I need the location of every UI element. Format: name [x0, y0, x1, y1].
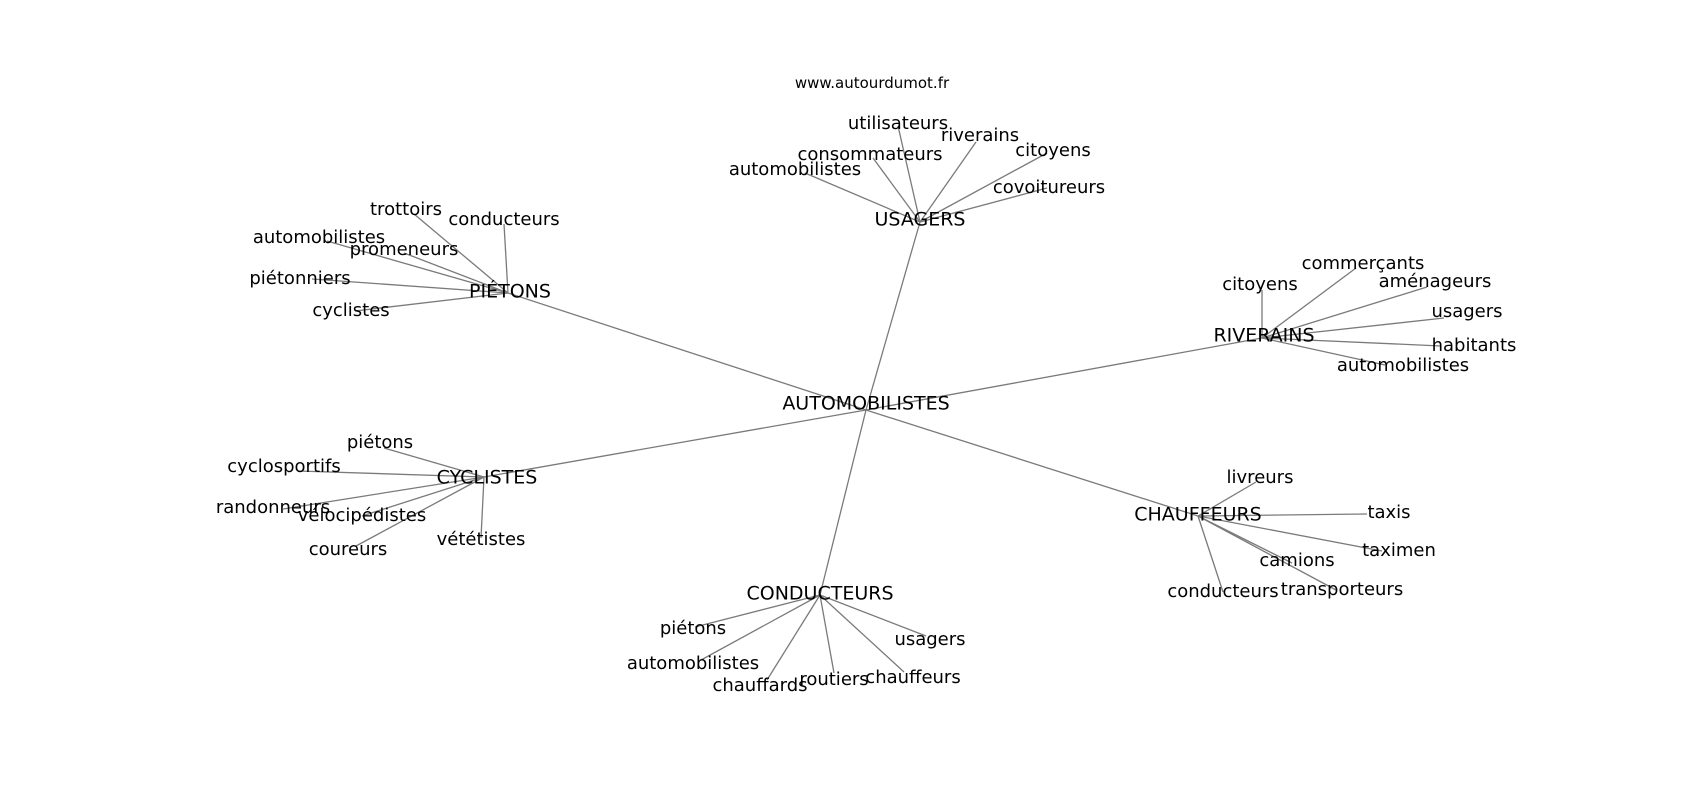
root-node: AUTOMOBILISTES [782, 393, 949, 415]
leaf-node-conducteurs-usagers: usagers [894, 629, 965, 650]
leaf-node-cyclistes-coureurs: coureurs [309, 539, 388, 560]
leaf-node-chauffeurs-conducteurs: conducteurs [1167, 581, 1278, 602]
edge-usagers-to-riverains [919, 141, 977, 223]
edge-cyclistes-to-coureurs [355, 476, 485, 547]
leaf-node-usagers-utilisateurs: utilisateurs [848, 113, 948, 134]
edge-usagers-to-covoitureurs [919, 187, 1048, 223]
leaf-node-chauffeurs-transporteurs: transporteurs [1281, 579, 1403, 600]
edge-chauffeurs-to-conducteurs [1197, 515, 1224, 593]
leaf-node-riverains-commercants: commerçants [1302, 253, 1425, 274]
leaf-node-cyclistes-pietons: piétons [347, 432, 413, 453]
edge-cyclistes-to-randonneurs [282, 476, 485, 510]
leaf-node-usagers-consommateurs: consommateurs [797, 144, 942, 165]
edge-root-to-pietons [507, 292, 867, 411]
leaf-node-cyclistes-randonneurs: randonneurs [216, 497, 330, 518]
leaf-node-usagers-citoyens: citoyens [1015, 140, 1090, 161]
edge-pietons-to-conducteurs [503, 223, 509, 294]
edge-root-to-riverains [865, 337, 1263, 411]
hub-node-riverains: RIVERAINS [1213, 325, 1314, 347]
leaf-node-pietons-pietonniers: piétonniers [249, 268, 350, 289]
leaf-node-cyclistes-velocipedistes: vélocipédistes [298, 505, 426, 526]
edge-root-to-chauffeurs [865, 409, 1199, 517]
edge-usagers-to-utilisateurs [897, 125, 921, 223]
edge-pietons-to-trottoirs [413, 213, 509, 294]
leaf-node-riverains-habitants: habitants [1432, 335, 1517, 356]
leaf-node-conducteurs-automobilistes: automobilistes [627, 653, 759, 674]
edge-chauffeurs-to-taximen [1197, 515, 1383, 552]
leaf-node-usagers-automobilistes: automobilistes [729, 159, 861, 180]
leaf-node-conducteurs-pietons: piétons [660, 618, 726, 639]
hub-node-conducteurs: CONDUCTEURS [746, 583, 893, 605]
edge-usagers-to-consommateurs [872, 157, 921, 223]
leaf-node-cyclistes-vetetistes: vététistes [437, 529, 526, 550]
hub-node-usagers: USAGERS [875, 209, 966, 231]
leaf-node-riverains-usagers: usagers [1431, 301, 1502, 322]
graph-edges [282, 125, 1445, 681]
edge-conducteurs-to-automobilistes [700, 594, 821, 661]
hub-node-cyclistes: CYCLISTES [437, 467, 538, 489]
leaf-node-chauffeurs-camions: camions [1259, 550, 1334, 571]
edge-riverains-to-usagers [1261, 317, 1445, 339]
edge-conducteurs-to-usagers [819, 594, 927, 637]
leaf-node-pietons-cyclistes: cyclistes [312, 300, 389, 321]
edge-pietons-to-promeneurs [403, 252, 509, 294]
leaf-node-cyclistes-cyclosportifs: cyclosportifs [227, 456, 340, 477]
leaf-node-usagers-covoitureurs: covoitureurs [993, 177, 1105, 198]
edge-root-to-usagers [865, 221, 921, 411]
leaf-node-chauffeurs-taximen: taximen [1362, 540, 1436, 561]
leaf-node-conducteurs-routiers: routiers [799, 669, 868, 690]
edge-riverains-to-habitants [1261, 337, 1442, 347]
edge-conducteurs-to-chauffeurs [819, 594, 905, 673]
edge-root-to-cyclistes [483, 409, 867, 478]
edge-conducteurs-to-pietons [694, 594, 821, 628]
edge-usagers-to-automobilistes [804, 172, 921, 223]
leaf-node-pietons-conducteurs: conducteurs [448, 209, 559, 230]
graph-labels: www.autourdumot.fr AUTOMOBILISTES USAGERS… [216, 74, 1517, 696]
edge-usagers-to-citoyens [919, 152, 1048, 223]
edge-chauffeurs-to-taxis [1197, 513, 1368, 517]
leaf-node-riverains-citoyens: citoyens [1222, 274, 1297, 295]
hub-node-chauffeurs: CHAUFFEURS [1134, 504, 1262, 526]
edge-chauffeurs-to-livreurs [1197, 481, 1257, 517]
edge-conducteurs-to-routiers [819, 594, 835, 674]
edge-cyclistes-to-velocipedistes [361, 476, 485, 517]
edge-pietons-to-cyclistes [354, 292, 509, 312]
edge-pietons-to-pietonniers [311, 278, 509, 294]
edge-riverains-to-automobilistes [1261, 337, 1386, 366]
leaf-node-pietons-promeneurs: promeneurs [350, 239, 459, 260]
edge-root-to-conducteurs [819, 409, 867, 596]
edge-conducteurs-to-chauffards [766, 594, 821, 681]
leaf-node-chauffeurs-livreurs: livreurs [1227, 467, 1294, 488]
leaf-node-pietons-automobilistes: automobilistes [253, 227, 385, 248]
edge-riverains-to-commercants [1261, 267, 1357, 339]
hub-node-pietons: PIÉTONS [469, 280, 551, 303]
edge-cyclistes-to-pietons [383, 447, 485, 478]
leaf-node-riverains-automobilistes: automobilistes [1337, 355, 1469, 376]
edge-riverains-to-amenageurs [1261, 286, 1428, 339]
leaf-node-riverains-amenageurs: aménageurs [1379, 271, 1492, 292]
leaf-node-pietons-trottoirs: trottoirs [370, 199, 442, 220]
edge-pietons-to-automobilistes [326, 240, 509, 294]
leaf-node-conducteurs-chauffeurs: chauffeurs [865, 667, 960, 688]
edge-cyclistes-to-cyclosportifs [297, 470, 485, 478]
leaf-node-chauffeurs-taxis: taxis [1367, 502, 1410, 523]
leaf-node-usagers-riverains: riverains [941, 125, 1019, 146]
leaf-node-conducteurs-chauffards: chauffards [712, 675, 807, 696]
edge-cyclistes-to-vetetistes [480, 476, 485, 539]
edge-chauffeurs-to-transporteurs [1197, 515, 1337, 591]
source-url: www.autourdumot.fr [795, 74, 950, 92]
